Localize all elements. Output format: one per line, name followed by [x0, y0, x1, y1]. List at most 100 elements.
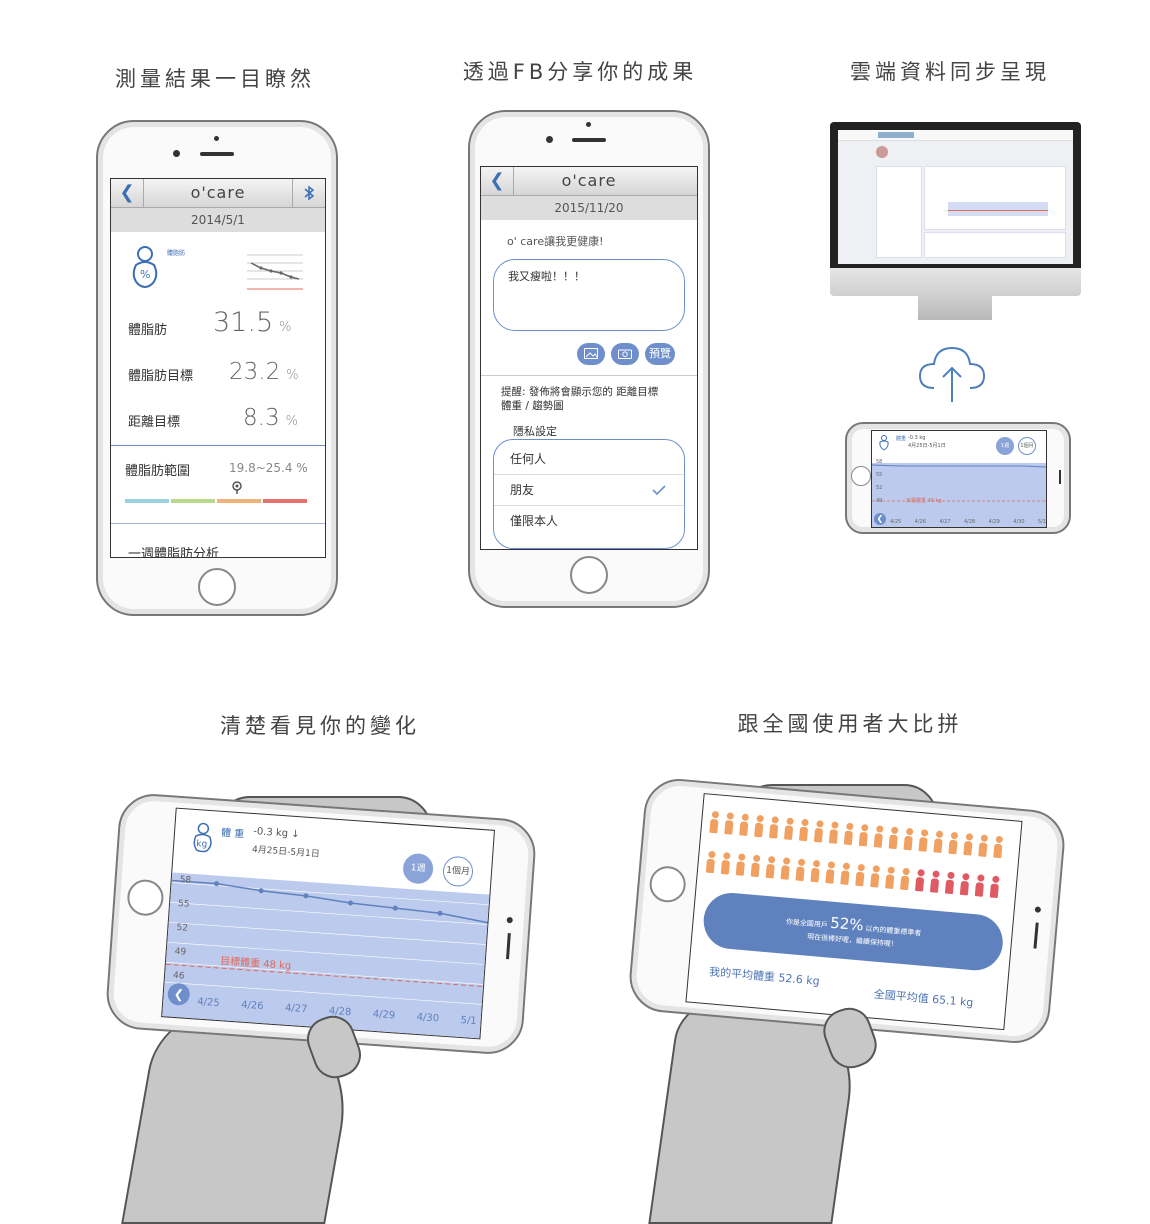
date-range: 4月25日-5月1日 [908, 443, 946, 449]
person-icon [784, 817, 794, 840]
percentile-value: 52% [829, 913, 865, 935]
national-average: 全國平均值 65.1 kg [873, 987, 974, 1010]
caption-compare: 跟全國使用者大比拼 [737, 712, 963, 736]
x-tick: 5/1 [460, 1014, 477, 1028]
web-target-line [948, 210, 1048, 211]
web-stats-card [924, 232, 1066, 258]
person-icon [993, 835, 1003, 859]
x-tick: 4/29 [372, 1008, 396, 1022]
home-button[interactable] [198, 568, 236, 606]
weight-change: -0.3 kg [908, 435, 926, 441]
image-icon [584, 348, 598, 359]
y-tick: 49 [876, 498, 883, 504]
y-tick: 52 [876, 485, 883, 491]
person-icon [978, 834, 988, 857]
privacy-option-friends[interactable]: 朋友 [494, 475, 684, 506]
person-icon [918, 829, 929, 852]
month-button[interactable]: 1個月 [441, 855, 475, 888]
row-value-distance: 8.3% [243, 405, 298, 431]
phone-measure: ❮ o'care 2014/5/1 % 體脂肪 體脂肪 31.5% 體脂肪目標 … [96, 120, 338, 616]
cloud-upload-icon [918, 346, 986, 402]
y-tick: 46 [172, 970, 185, 982]
privacy-option-only-me[interactable]: 僅限本人 [510, 514, 559, 528]
screen-trend: kg 體 重 -0.3 kg ↓ 4月25日-5月1日 1週 1個月 58 55… [161, 807, 495, 1040]
week-button[interactable]: 1週 [996, 437, 1014, 455]
home-button[interactable] [570, 556, 608, 594]
date-bar: 2015/11/20 [481, 196, 697, 220]
range-color-bar [125, 499, 307, 503]
app-title: o'care [561, 171, 617, 190]
back-button[interactable]: ❮ [874, 513, 886, 525]
x-tick: 5/1 [1037, 519, 1046, 525]
banner-prefix: 你是全國用戶 [785, 917, 829, 930]
camera-icon [618, 349, 632, 359]
home-button[interactable] [851, 466, 871, 486]
privacy-option-anyone[interactable]: 任何人 [494, 444, 684, 475]
checkmark-icon [652, 485, 666, 495]
home-button[interactable] [126, 878, 165, 917]
phone-share: ❮ o'care 2015/11/20 o' care讓我更健康! 我又瘦啦！！… [468, 110, 710, 608]
week-button[interactable]: 1週 [402, 852, 435, 885]
person-icon [795, 858, 805, 882]
front-camera [1034, 906, 1042, 913]
person-icon [769, 816, 779, 839]
home-button[interactable] [648, 864, 688, 904]
range-label: 體脂肪範圍 [125, 464, 191, 479]
person-icon [963, 833, 973, 856]
back-button[interactable]: ❮ [481, 167, 514, 195]
monitor-chin [830, 268, 1081, 296]
person-icon [989, 875, 1000, 899]
camera-icon [546, 136, 553, 143]
row-value-fat-goal: 23.2% [229, 359, 299, 385]
date-range: 4月25日-5月1日 [251, 845, 321, 860]
weight-line [872, 464, 1046, 502]
weight-icon: kg [193, 822, 212, 853]
row-label-fat-goal: 體脂肪目標 [128, 369, 194, 384]
month-button[interactable]: 1個月 [1018, 437, 1036, 455]
analysis-label[interactable]: 一週體脂肪分析 [128, 547, 220, 558]
range-value: 19.8~25.4 % [229, 461, 308, 475]
y-tick: 52 [176, 922, 189, 934]
screen-measure: ❮ o'care 2014/5/1 % 體脂肪 體脂肪 31.5% 體脂肪目標 … [110, 178, 326, 558]
x-tick: 4/27 [939, 519, 951, 525]
date-bar: 2014/5/1 [111, 208, 325, 232]
caption-measure: 測量結果一目瞭然 [115, 67, 315, 91]
gallery-button[interactable] [577, 343, 605, 365]
person-icon [739, 813, 749, 837]
svg-text:%: % [140, 268, 150, 281]
x-tick: 4/25 [196, 996, 221, 1010]
post-text-input[interactable]: 我又瘦啦！！！ [493, 259, 685, 331]
person-icon [828, 821, 839, 844]
bluetooth-button[interactable] [292, 179, 325, 207]
preview-button[interactable]: 預覽 [645, 343, 675, 365]
camera-button[interactable] [611, 343, 639, 365]
person-icon [858, 823, 869, 847]
svg-text:kg: kg [196, 839, 208, 850]
my-average: 我的平均體重 52.6 kg [708, 965, 821, 988]
person-icon [798, 818, 809, 842]
web-dashboard [838, 130, 1073, 264]
person-icon [870, 865, 880, 888]
screen-share: ❮ o'care 2015/11/20 o' care讓我更健康! 我又瘦啦！！… [480, 166, 698, 550]
speaker-grille [1033, 922, 1039, 949]
monitor-stand [918, 296, 992, 320]
person-icon [724, 812, 734, 835]
person-icon [754, 814, 764, 838]
divider [111, 445, 325, 446]
web-header [838, 130, 1073, 141]
y-tick: 55 [876, 472, 883, 478]
x-tick: 4/28 [963, 519, 976, 525]
front-camera [506, 916, 513, 924]
x-tick: 4/26 [914, 519, 926, 525]
person-icon [885, 866, 895, 889]
speaker-grille [1059, 470, 1061, 484]
speaker-grille [506, 933, 511, 960]
back-button[interactable]: ❮ [111, 179, 144, 207]
x-axis-ticks: 4/25 4/26 4/27 4/28 4/29 4/30 5/1 [890, 519, 1046, 525]
y-tick: 55 [177, 898, 190, 910]
range-segment-low [125, 499, 169, 503]
banner-suffix: 以內的體重標準者 [865, 924, 922, 938]
person-icon [959, 872, 970, 896]
metric-tag: 體脂肪 [167, 250, 186, 257]
weight-line-chart [164, 879, 489, 1005]
